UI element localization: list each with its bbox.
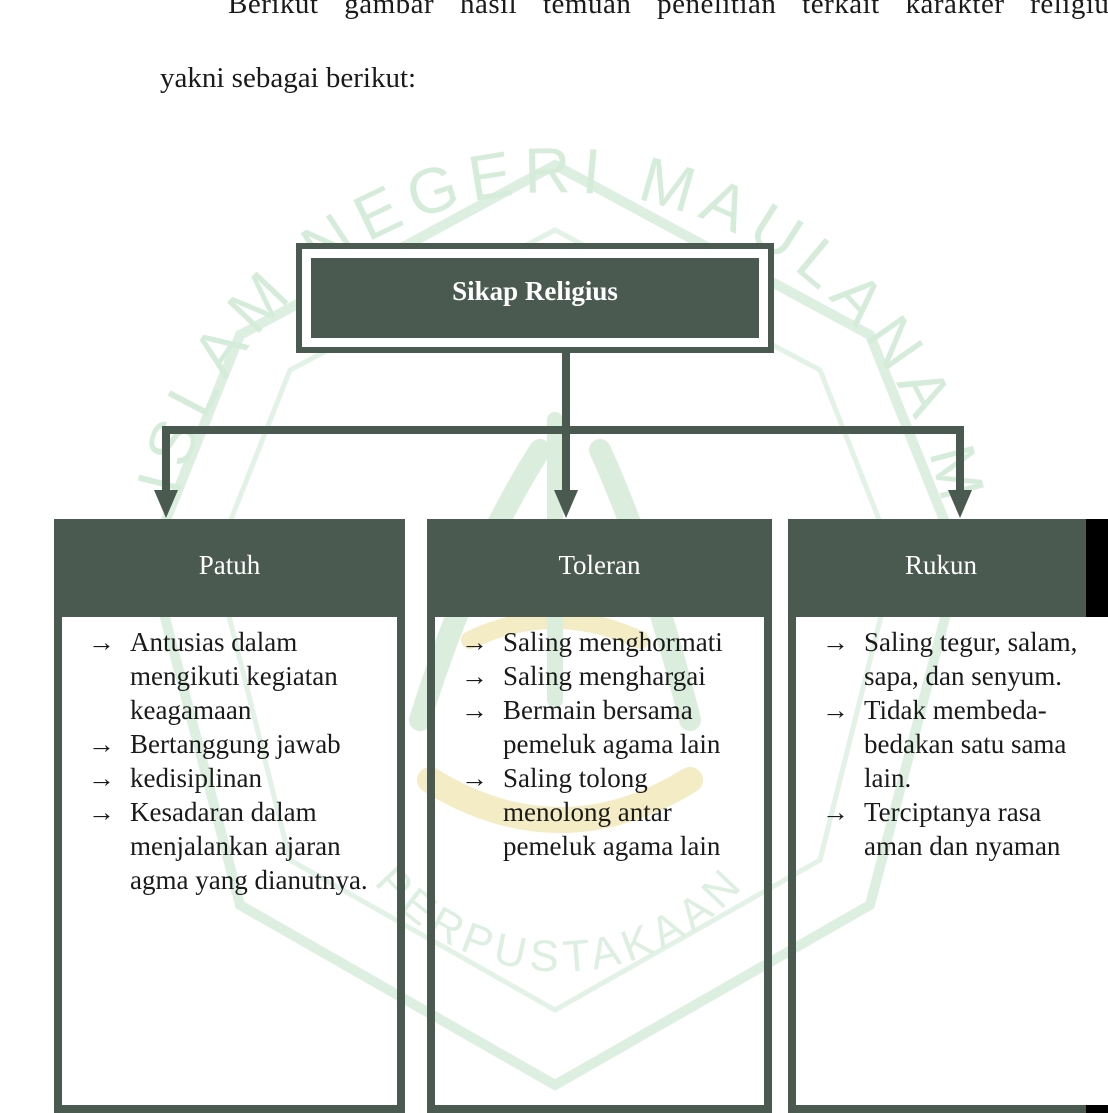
- intro-line-1: Berikut gambar hasil temuan penelitian t…: [228, 0, 1108, 20]
- column-items: →Saling tegur, salam, sapa, dan senyum. …: [796, 625, 1108, 863]
- decorative-edge: [1086, 527, 1108, 617]
- arrow-right-icon: →: [88, 627, 115, 657]
- list-item-text: Kesadaran dalam menjalankan ajaran agma …: [130, 797, 368, 895]
- list-item: → Tidak membeda-bedakan satu sama lain.: [796, 693, 1108, 795]
- list-item: → Saling menghargai: [435, 659, 764, 693]
- list-item-text: Terciptanya rasa aman dan nyaman: [864, 797, 1061, 861]
- list-item-text: Bermain bersama pemeluk agama lain: [503, 695, 721, 759]
- arrow-head-patuh: [154, 490, 178, 518]
- list-item-text: Saling tolong menolong antar pemeluk aga…: [503, 763, 721, 861]
- list-item: → Bertanggung jawab: [62, 727, 397, 761]
- list-item: → Antusias dalam mengikuti kegiatan keaga…: [62, 625, 397, 727]
- arrow-head-rukun: [948, 490, 972, 518]
- list-item: → kedisiplinan: [62, 761, 397, 795]
- column-title: Toleran: [435, 527, 764, 617]
- column-title: Patuh: [62, 527, 397, 617]
- arrow-right-icon: →: [822, 695, 849, 725]
- list-item: → Saling tolong menolong antar pemeluk ag…: [435, 761, 764, 863]
- column-rukun: Rukun → Saling tegur, salam, sapa, dan se…: [788, 519, 1108, 1113]
- arrow-right-icon: →: [88, 797, 115, 827]
- arrow-right-icon: →: [461, 695, 488, 725]
- decorative-edge: [1086, 519, 1108, 527]
- list-item: → Kesadaran dalam menjalankan ajaran agma…: [62, 795, 397, 897]
- list-item: → Saling menghormati: [435, 625, 764, 659]
- list-item: → Saling tegur, salam, sapa, dan senyum.: [796, 625, 1108, 693]
- arrow-right-icon: →: [461, 661, 488, 691]
- root-node: Sikap Religius: [296, 243, 774, 353]
- column-items: → Antusias dalam mengikuti kegiatan keaga…: [62, 625, 397, 897]
- list-item-text: kedisiplinan: [130, 763, 262, 793]
- list-item-text: Saling menghormati: [503, 627, 723, 657]
- list-item: → Bermain bersama pemeluk agama lain: [435, 693, 764, 761]
- arrow-right-icon: →: [822, 627, 849, 657]
- column-title: Rukun: [796, 527, 1086, 617]
- arrow-right-icon: →: [461, 627, 488, 657]
- list-item-text: Saling tegur, salam, sapa, dan senyum.: [864, 627, 1078, 691]
- column-toleran: Toleran → Saling menghormati → Saling meng…: [427, 519, 772, 1113]
- arrow-right-icon: →: [88, 729, 115, 759]
- column-patuh: Patuh → Antusias dalam mengikuti kegiatan…: [54, 519, 405, 1113]
- list-item-text: Tidak membeda-bedakan satu sama lain.: [864, 695, 1067, 793]
- arrow-right-icon: →: [88, 763, 115, 793]
- root-node-label: Sikap Religius: [311, 258, 759, 338]
- arrow-right-icon: →: [461, 763, 488, 793]
- list-item-text: Antusias dalam mengikuti kegiatan keagam…: [130, 627, 338, 725]
- list-item-text: Bertanggung jawab: [130, 729, 341, 759]
- arrow-head-toleran: [554, 490, 578, 518]
- list-item: → Terciptanya rasa aman dan nyaman: [796, 795, 1108, 863]
- list-item-text: Saling menghargai: [503, 661, 706, 691]
- intro-line-2: yakni sebagai berikut:: [160, 62, 417, 94]
- decorative-edge: [1086, 1105, 1108, 1113]
- column-items: → Saling menghormati → Saling menghargai →…: [435, 625, 764, 863]
- arrow-right-icon: →: [822, 797, 849, 827]
